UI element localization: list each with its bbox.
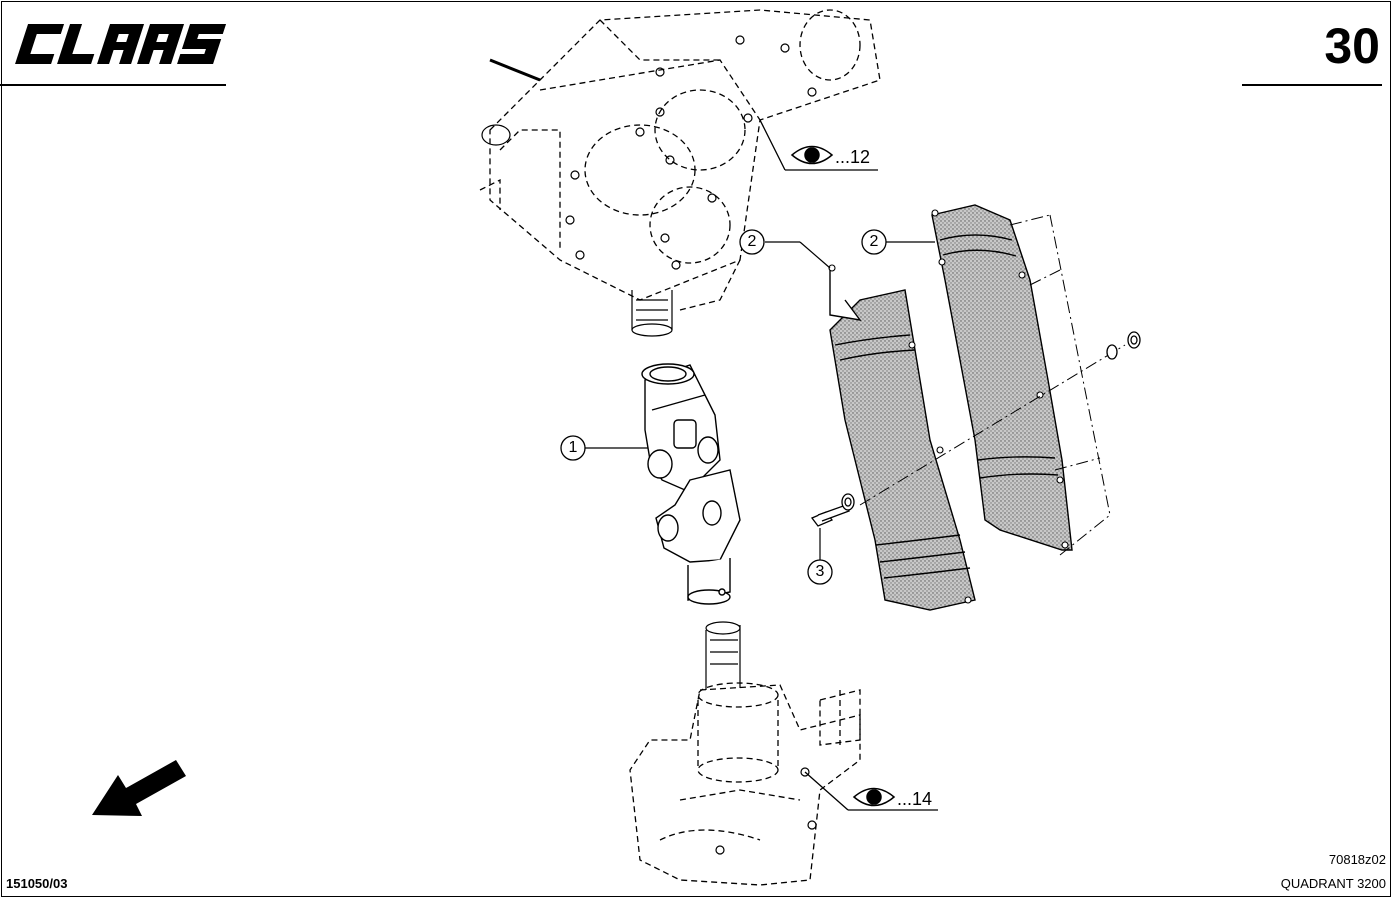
ref14-leader (804, 771, 938, 811)
page-number-underline (1242, 84, 1382, 86)
callout-2a: 2 (747, 233, 757, 250)
model-name: QUADRANT 3200 (1280, 876, 1386, 891)
universal-joint (641, 363, 741, 605)
figure-code: 70818z02 (1328, 852, 1386, 867)
claas-logo (15, 24, 227, 64)
reference-12: ...12 (835, 147, 871, 167)
lower-gearbox (629, 682, 861, 886)
direction-arrow-icon (92, 760, 186, 816)
lower-gearbox-bolts (715, 767, 817, 855)
eye-icon-14 (852, 787, 896, 807)
cover-rear (931, 204, 1073, 551)
callout-3: 3 (815, 563, 825, 580)
cover-front (829, 270, 976, 611)
upper-gearbox-bolts (565, 35, 817, 270)
lower-shaft (705, 621, 741, 690)
upper-shaft (489, 58, 673, 337)
eye-icon-12 (790, 145, 834, 165)
reference-14: ...14 (897, 789, 933, 809)
page-number: 30 (1324, 18, 1380, 74)
callout-2b: 2 (869, 233, 879, 250)
ref12-leader (759, 119, 878, 171)
callout-leaders (585, 241, 935, 560)
nut-and-washer-right (1106, 331, 1141, 360)
bolt-part-3 (810, 493, 855, 527)
cover-holes (828, 209, 1069, 604)
assembly-axes (859, 214, 1126, 556)
logo-underline (0, 84, 226, 86)
callout-1: 1 (568, 439, 578, 456)
document-number: 151050/03 (6, 876, 68, 891)
callout-circles (560, 229, 887, 585)
